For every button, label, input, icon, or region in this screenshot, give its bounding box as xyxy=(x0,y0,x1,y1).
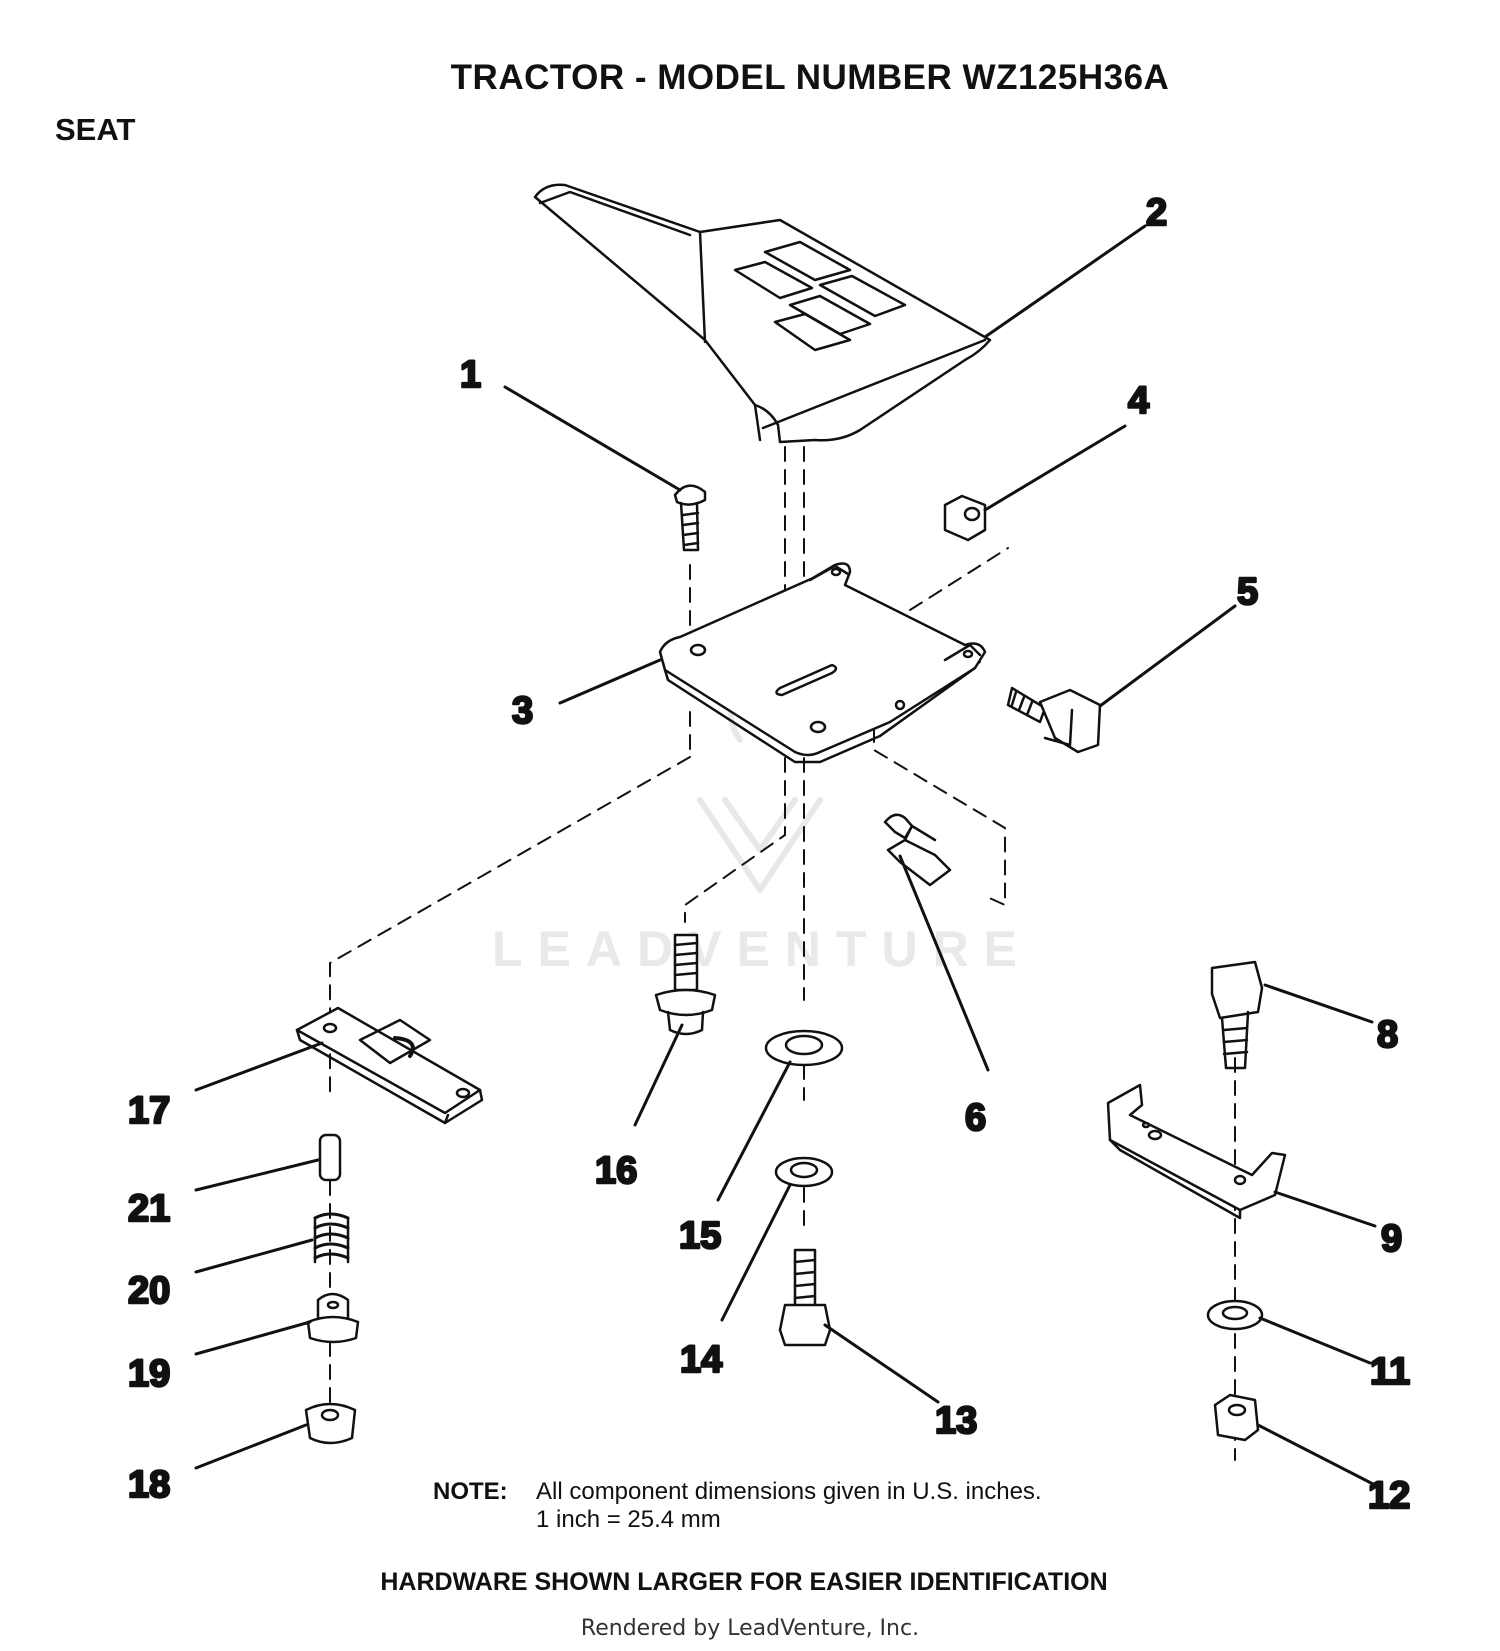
callout-17: 17 xyxy=(128,1090,170,1132)
diagram-title: TRACTOR - MODEL NUMBER WZ125H36A xyxy=(450,58,1170,97)
bracket-part-9[interactable] xyxy=(1106,1083,1287,1220)
callout-16: 16 xyxy=(595,1150,637,1192)
callout-3: 3 xyxy=(512,690,533,732)
callout-labels: 2 1 4 5 3 6 8 9 11 12 13 14 15 16 17 18 … xyxy=(127,191,1412,1519)
callout-6: 6 xyxy=(965,1097,986,1139)
washer-part-11[interactable] xyxy=(1206,1299,1264,1331)
hex-bolt-part-8[interactable] xyxy=(1210,960,1264,1070)
callout-18: 18 xyxy=(128,1464,170,1506)
carriage-bolt-part-1[interactable] xyxy=(673,484,707,552)
note-label: NOTE: xyxy=(433,1478,508,1505)
seat-part-2[interactable] xyxy=(533,183,992,444)
callout-13: 13 xyxy=(935,1400,977,1442)
note-line-1: All component dimensions given in U.S. i… xyxy=(536,1478,1042,1505)
note-line-2: 1 inch = 25.4 mm xyxy=(536,1506,721,1533)
dimension-note: NOTE: All component dimensions given in U… xyxy=(433,1478,1042,1534)
hex-bolt-part-13[interactable] xyxy=(778,1248,832,1347)
lock-washer-part-14[interactable] xyxy=(774,1156,834,1188)
shoulder-bolt-part-16[interactable] xyxy=(654,933,717,1036)
callout-9: 9 xyxy=(1381,1218,1402,1260)
callout-14: 14 xyxy=(680,1339,722,1381)
callout-8: 8 xyxy=(1377,1014,1398,1056)
hex-nut-part-4[interactable] xyxy=(943,494,987,542)
hex-bolt-part-5[interactable] xyxy=(1006,686,1102,754)
callout-5: 5 xyxy=(1237,571,1258,613)
callout-12: 12 xyxy=(1368,1475,1410,1517)
callout-19: 19 xyxy=(128,1353,170,1395)
callout-21: 21 xyxy=(128,1188,170,1230)
callout-11: 11 xyxy=(1370,1351,1410,1393)
clip-part-6[interactable] xyxy=(883,813,952,887)
note-body: All component dimensions given in U.S. i… xyxy=(536,1478,1042,1534)
lock-nut-part-12[interactable] xyxy=(1213,1393,1260,1442)
knob-part-19[interactable] xyxy=(306,1292,360,1344)
washer-part-15[interactable] xyxy=(764,1029,844,1067)
pin-part-21[interactable] xyxy=(318,1133,342,1182)
seat-bracket-part-3[interactable] xyxy=(658,562,987,764)
callout-20: 20 xyxy=(128,1270,170,1312)
section-title: SEAT xyxy=(55,112,136,147)
callout-2: 2 xyxy=(1146,192,1167,234)
spring-part-20[interactable] xyxy=(313,1212,350,1264)
callout-15: 15 xyxy=(679,1215,721,1257)
flange-nut-part-18[interactable] xyxy=(304,1402,357,1445)
leader-lines xyxy=(194,224,1377,1486)
callout-1: 1 xyxy=(460,354,481,396)
rendered-by: Rendered by LeadVenture, Inc. xyxy=(580,1616,920,1641)
hardware-note: HARDWARE SHOWN LARGER FOR EASIER IDENTIF… xyxy=(380,1568,1108,1596)
latch-plate-part-17[interactable] xyxy=(295,1006,484,1125)
callout-4: 4 xyxy=(1128,380,1149,422)
